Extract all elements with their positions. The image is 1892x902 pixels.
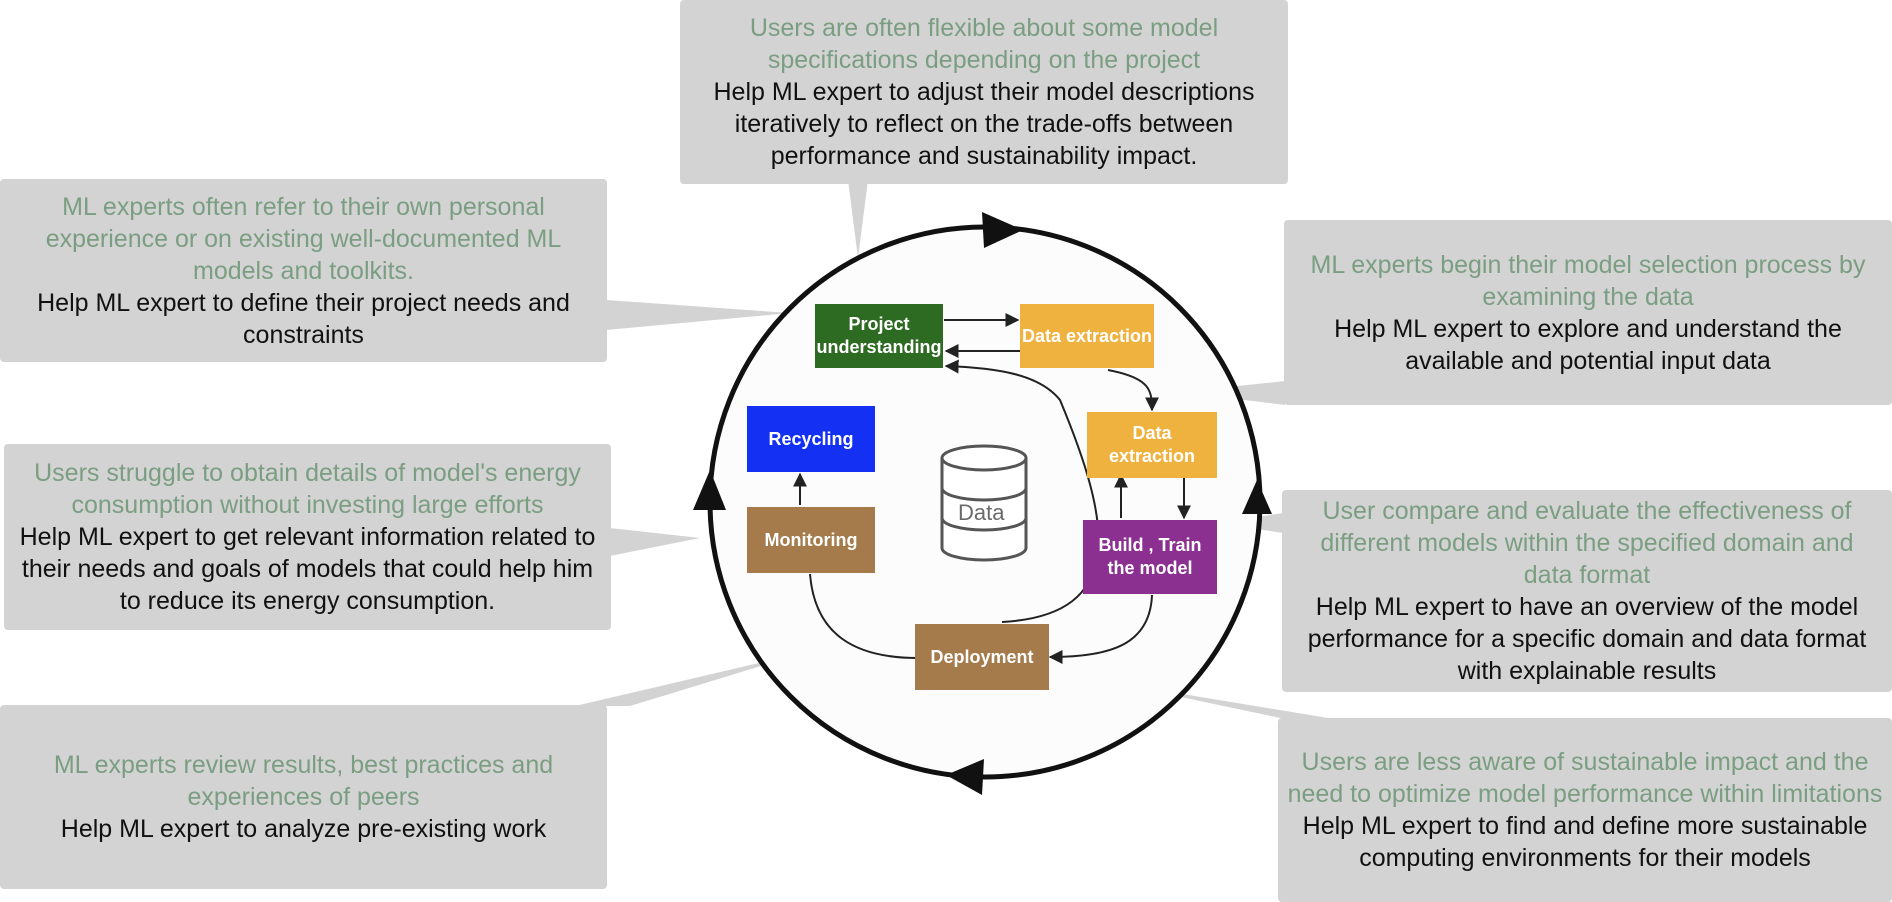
callout-upper-left-observation: ML experts often refer to their own pers… xyxy=(45,192,562,285)
callout-upper-left: ML experts often refer to their own pers… xyxy=(0,179,607,362)
flow-arrows xyxy=(793,313,1191,664)
arrow-deployment-to-project xyxy=(944,359,1100,623)
callout-lower-left: ML experts review results, best practice… xyxy=(0,705,607,889)
data-store-label: Data xyxy=(958,500,1005,525)
callout-top: Users are often flexible about some mode… xyxy=(680,0,1288,184)
arrow-build-to-deployment xyxy=(1048,594,1153,664)
callout-middle-left: Users struggle to obtain details of mode… xyxy=(4,444,611,630)
cycle-arrowheads xyxy=(693,212,1272,795)
ring-arrow-right xyxy=(1242,480,1272,514)
callout-middle-left-observation: Users struggle to obtain details of mode… xyxy=(34,459,581,519)
pointer-middle-left xyxy=(610,528,700,556)
arrow-monitoring-to-deployment xyxy=(809,573,919,659)
callout-lower-right-observation: Users are less aware of sustainable impa… xyxy=(1287,748,1883,808)
callout-middle-left-help: Help ML expert to get relevant informati… xyxy=(19,523,596,615)
stage-build-train: Build , Train the model xyxy=(1083,520,1217,594)
stage-recycling: Recycling xyxy=(747,406,875,472)
callout-top-observation: Users are often flexible about some mode… xyxy=(749,14,1219,74)
pointer-upper-left xyxy=(606,300,790,330)
callout-middle-right: User compare and evaluate the effectiven… xyxy=(1282,490,1892,692)
callout-lower-left-observation: ML experts review results, best practice… xyxy=(53,751,554,811)
callout-upper-right: ML experts begin their model selection p… xyxy=(1284,220,1892,405)
callout-top-help: Help ML expert to adjust their model des… xyxy=(713,78,1255,170)
callout-middle-right-help: Help ML expert to have an overview of th… xyxy=(1307,593,1867,685)
callout-lower-left-help: Help ML expert to analyze pre-existing w… xyxy=(60,815,547,843)
callout-lower-right: Users are less aware of sustainable impa… xyxy=(1278,718,1892,902)
callout-upper-right-observation: ML experts begin their model selection p… xyxy=(1310,250,1866,311)
callout-lower-right-help: Help ML expert to find and define more s… xyxy=(1302,812,1868,872)
stage-data-extraction-2: Data extraction xyxy=(1087,412,1217,478)
callout-upper-left-help: Help ML expert to define their project n… xyxy=(37,288,570,349)
stage-data-extraction: Data extraction xyxy=(1020,304,1154,368)
database-icon xyxy=(940,444,1028,562)
stage-deployment: Deployment xyxy=(915,624,1049,690)
pointer-lower-left xyxy=(575,651,810,706)
stage-monitoring: Monitoring xyxy=(747,507,875,573)
callout-upper-right-help: Help ML expert to explore and understand… xyxy=(1334,314,1842,375)
arrow-extraction-to-extraction2 xyxy=(1107,369,1159,412)
pointer-top xyxy=(848,180,868,258)
ring-arrow-top xyxy=(982,212,1023,248)
callout-middle-right-observation: User compare and evaluate the effectiven… xyxy=(1320,497,1854,589)
ring-arrow-left xyxy=(693,470,726,510)
ring-arrow-bottom xyxy=(946,759,984,795)
stage-project-understanding: Project understanding xyxy=(815,304,943,368)
